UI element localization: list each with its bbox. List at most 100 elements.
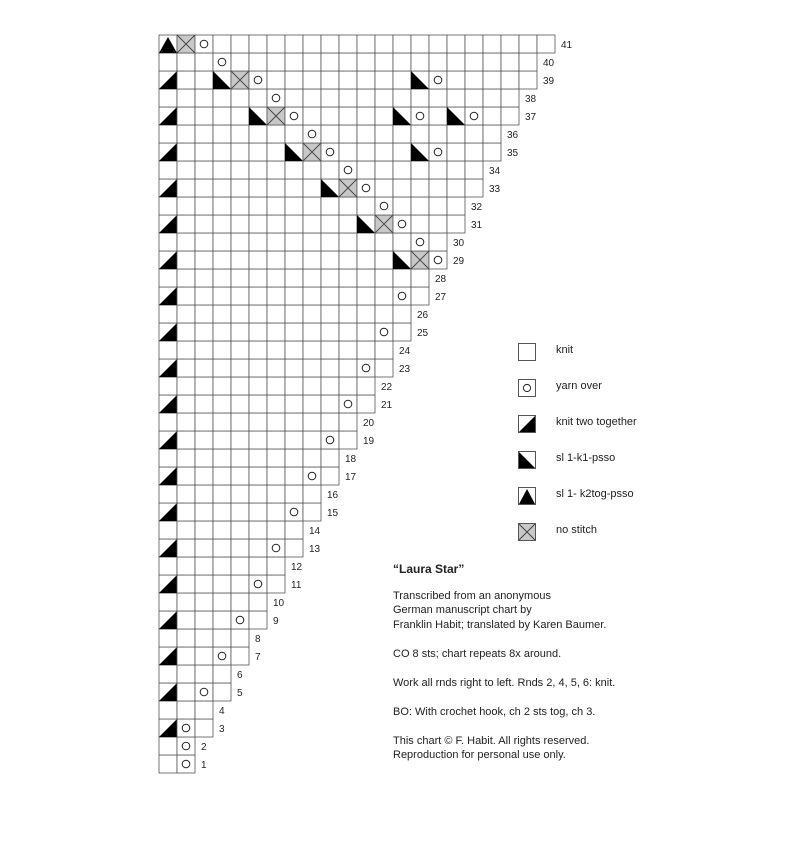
knit-cell [410, 52, 430, 72]
knit-cell [212, 178, 232, 198]
knit-cell [320, 268, 340, 288]
knit-cell [230, 250, 250, 270]
yarn-over-cell [230, 610, 250, 630]
knit-cell [284, 88, 304, 108]
knit-cell [266, 340, 286, 360]
sl1-k1-psso-cell [410, 70, 430, 90]
knit-cell [212, 286, 232, 306]
knit-cell [212, 556, 232, 576]
knit-cell [248, 124, 268, 144]
knit-cell [320, 340, 340, 360]
knit-cell [176, 160, 196, 180]
knit-cell [284, 52, 304, 72]
knit-cell [194, 124, 214, 144]
knit-cell [338, 70, 358, 90]
no-stitch-cell [266, 106, 286, 126]
yarn-over-cell [392, 286, 412, 306]
knit-cell [302, 34, 322, 54]
knit-cell [176, 430, 196, 450]
knit-cell [410, 196, 430, 216]
knit-cell [356, 376, 376, 396]
knit-two-together-cell [158, 430, 178, 450]
knit-cell [266, 214, 286, 234]
knit-cell [392, 304, 412, 324]
knit-cell [320, 232, 340, 252]
knit-two-together-cell [158, 646, 178, 666]
knit-cell [266, 376, 286, 396]
knit-cell [446, 124, 466, 144]
knit-cell [302, 358, 322, 378]
knit-cell [356, 88, 376, 108]
knit-cell [482, 142, 502, 162]
knit-cell [248, 52, 268, 72]
knit-cell [338, 124, 358, 144]
knit-cell [284, 196, 304, 216]
knit-cell [176, 178, 196, 198]
knit-cell [212, 628, 232, 648]
knit-cell [248, 286, 268, 306]
knit-two-together-cell [158, 574, 178, 594]
yarn-over-cell [338, 160, 358, 180]
knit-cell [176, 664, 196, 684]
sl1-k1-psso-cell [356, 214, 376, 234]
knit-cell [374, 268, 394, 288]
knit-cell [230, 232, 250, 252]
knit-cell [356, 268, 376, 288]
knit-cell [374, 34, 394, 54]
yarn-over-cell [284, 502, 304, 522]
no-stitch-icon [518, 523, 536, 541]
knit-cell [194, 700, 214, 720]
knit-cell [284, 70, 304, 90]
knit-cell [428, 214, 448, 234]
yarn-over-cell [302, 124, 322, 144]
slip-knit-pass-icon [518, 451, 536, 469]
knit-cell [374, 178, 394, 198]
yarn-over-cell [338, 394, 358, 414]
knit-cell [356, 232, 376, 252]
knit-cell [320, 448, 340, 468]
knit-cell [446, 214, 466, 234]
knit-cell [284, 412, 304, 432]
knit-cell [248, 376, 268, 396]
knit-cell [374, 340, 394, 360]
knit-cell [176, 484, 196, 504]
knit-cell [284, 178, 304, 198]
knit-cell [248, 394, 268, 414]
knit-cell [248, 34, 268, 54]
knit-cell [212, 304, 232, 324]
knit-cell [464, 178, 484, 198]
knit-cell [176, 574, 196, 594]
knit-two-together-cell [158, 610, 178, 630]
knit-cell [284, 484, 304, 504]
knit-cell [248, 502, 268, 522]
knit-cell [320, 286, 340, 306]
knit-cell [320, 106, 340, 126]
knit-cell [230, 394, 250, 414]
knit-cell [374, 358, 394, 378]
knit-cell [230, 214, 250, 234]
knit-cell [338, 142, 358, 162]
knit-cell [176, 592, 196, 612]
knit-cell [176, 700, 196, 720]
knit-cell [194, 574, 214, 594]
row-number-label: 20 [363, 418, 375, 429]
knit-cell [284, 538, 304, 558]
knit-cell [266, 394, 286, 414]
legend-item-no-stitch: no stitch [518, 522, 597, 542]
knit-cell [356, 34, 376, 54]
row-number-label: 1 [201, 760, 207, 771]
knit-cell [302, 340, 322, 360]
row-number-label: 18 [345, 454, 357, 465]
knit-cell [446, 196, 466, 216]
row-number-label: 14 [309, 526, 321, 537]
no-stitch-cell [338, 178, 358, 198]
knit-cell [158, 700, 178, 720]
knit-cell [230, 52, 250, 72]
knit-cell [194, 142, 214, 162]
knit-cell [284, 250, 304, 270]
knit-cell [158, 628, 178, 648]
knit-cell [302, 250, 322, 270]
knit-cell [266, 304, 286, 324]
knit-cell [176, 214, 196, 234]
knit-cell [338, 376, 358, 396]
